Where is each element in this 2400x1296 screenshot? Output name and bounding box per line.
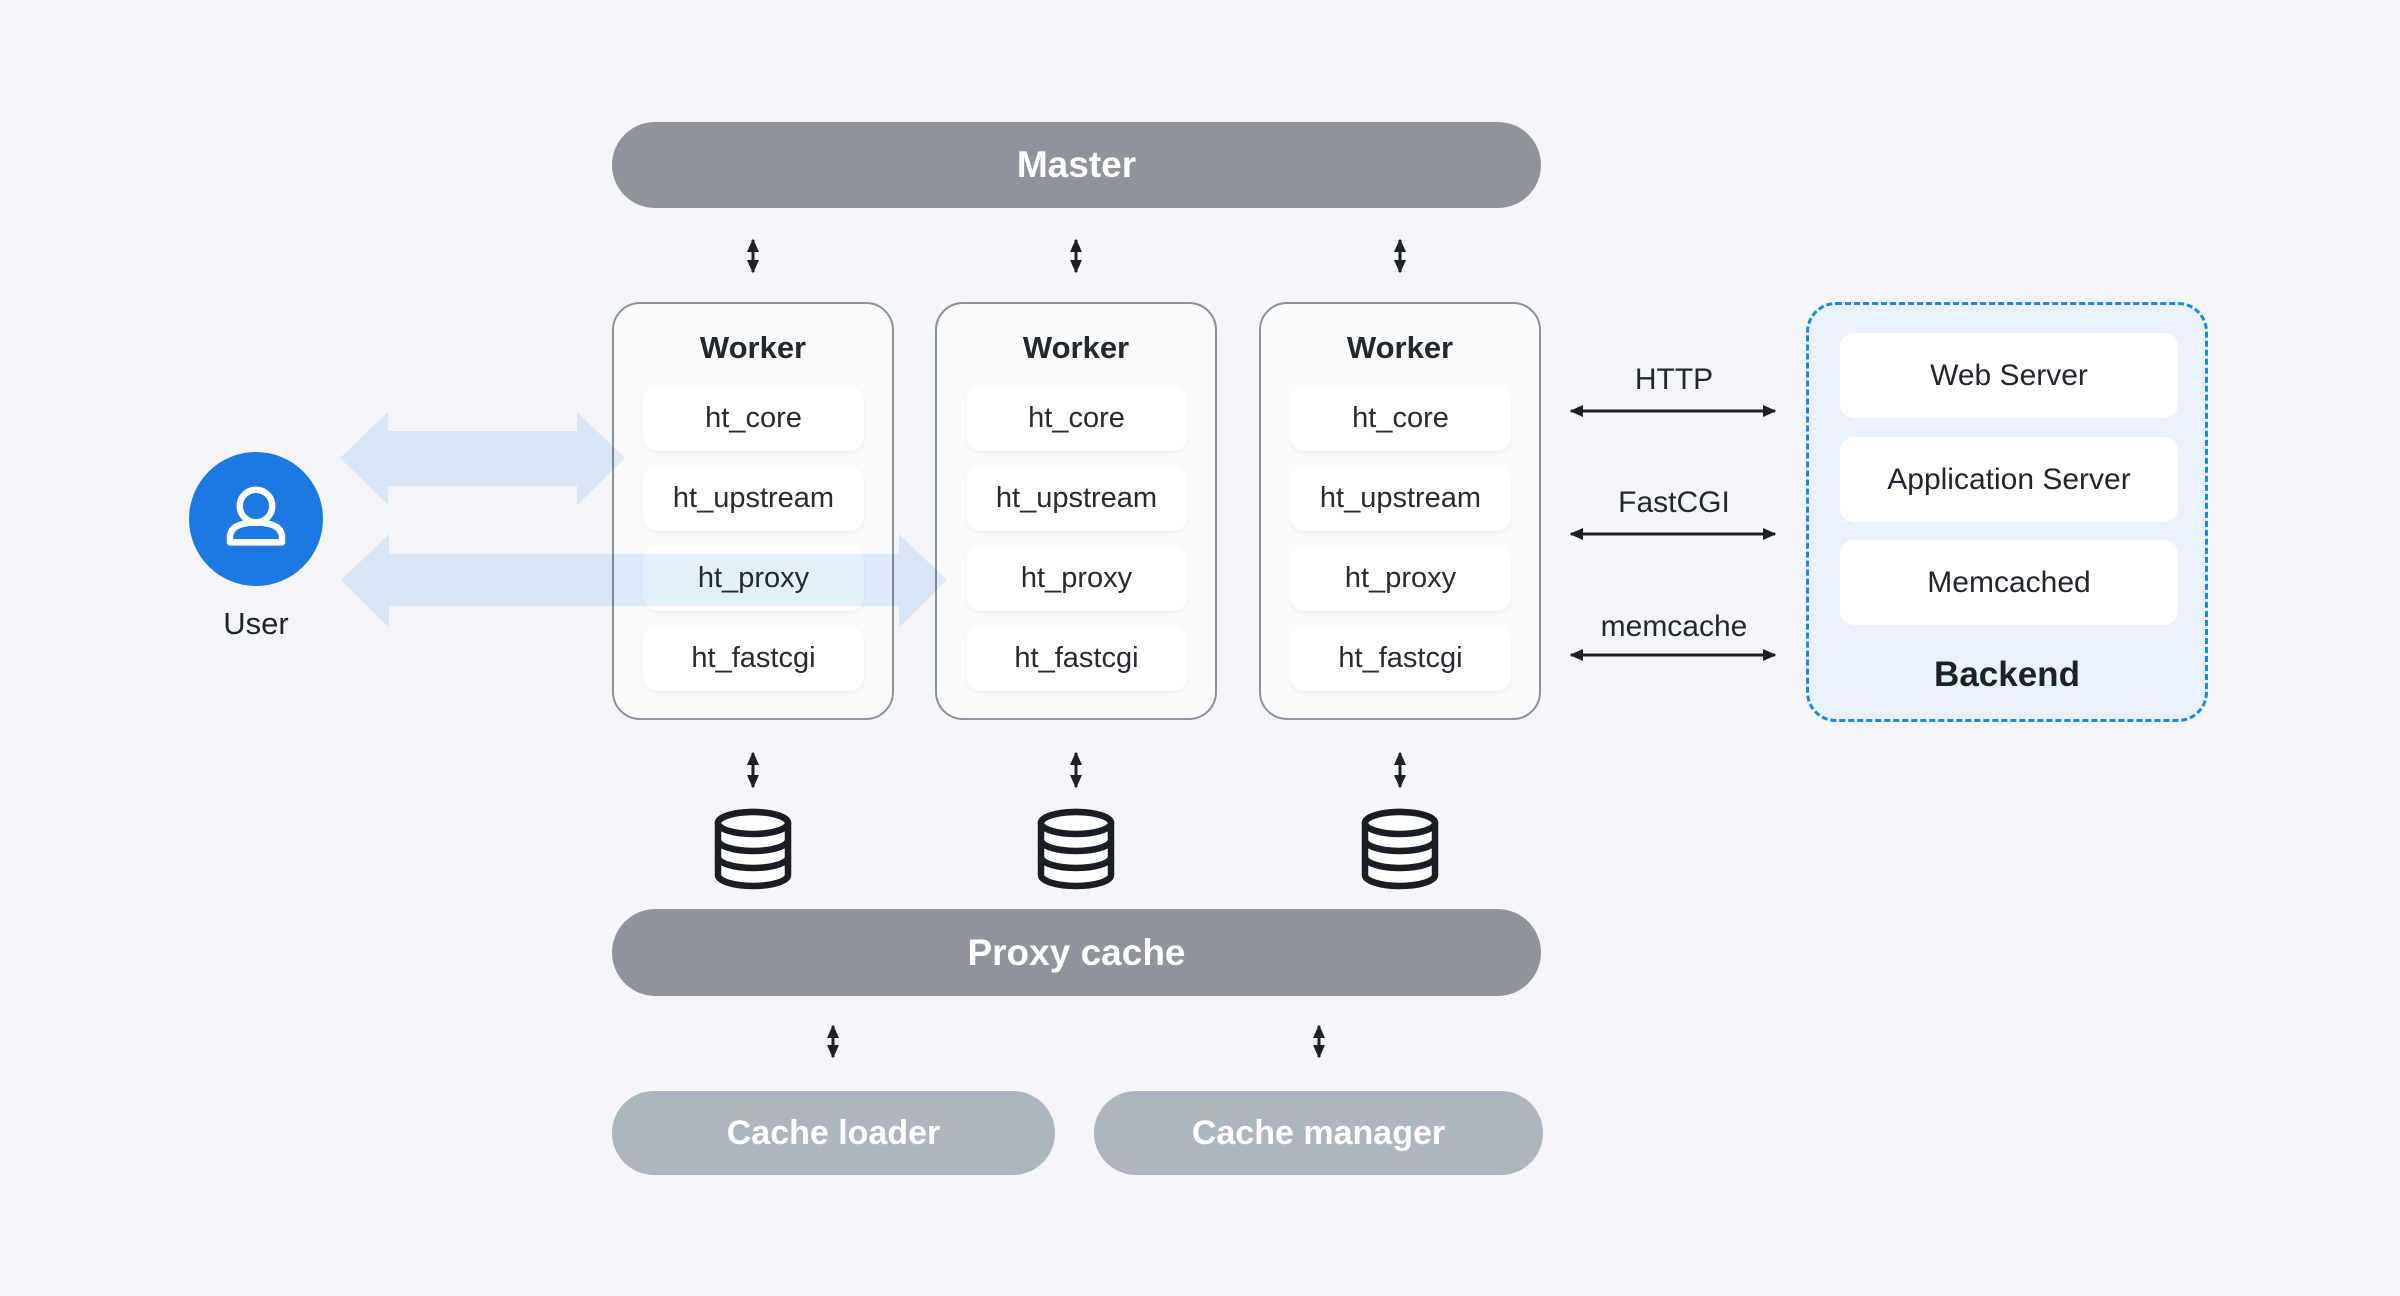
database-cylinder-icon	[714, 808, 792, 890]
worker-title: Worker	[699, 330, 807, 365]
module-ht-upstream: ht_upstream	[643, 466, 864, 531]
proxy-cache-bar: Proxy cache	[612, 909, 1541, 996]
module-ht-upstream: ht_upstream	[966, 466, 1187, 531]
worker-box-1: Worker ht_core ht_upstream ht_proxy ht_f…	[612, 302, 894, 720]
protocol-label-fastcgi: FastCGI	[1618, 486, 1730, 519]
protocol-arrows	[1569, 405, 1777, 661]
worker-title: Worker	[1346, 330, 1454, 365]
protocol-label-http: HTTP	[1634, 363, 1714, 396]
cache-loader-bar: Cache loader	[612, 1091, 1055, 1175]
service-web-server: Web Server	[1840, 333, 2178, 418]
user-label: User	[223, 606, 289, 641]
service-memcached: Memcached	[1840, 540, 2178, 625]
backend-label: Backend	[1934, 655, 2080, 694]
service-application-server: Application Server	[1840, 437, 2178, 522]
module-ht-upstream: ht_upstream	[1290, 466, 1511, 531]
protocol-label-memcache: memcache	[1600, 610, 1748, 643]
backend-box: Web Server Application Server Memcached …	[1806, 302, 2208, 722]
module-ht-fastcgi: ht_fastcgi	[1290, 626, 1511, 691]
module-ht-proxy: ht_proxy	[966, 546, 1187, 611]
module-ht-core: ht_core	[966, 386, 1187, 451]
worker-box-2: Worker ht_core ht_upstream ht_proxy ht_f…	[935, 302, 1217, 720]
module-ht-core: ht_core	[1290, 386, 1511, 451]
database-cylinder-icon	[1037, 808, 1115, 890]
worker-box-3: Worker ht_core ht_upstream ht_proxy ht_f…	[1259, 302, 1541, 720]
module-ht-core: ht_core	[643, 386, 864, 451]
module-ht-proxy: ht_proxy	[1290, 546, 1511, 611]
worker-storage-arrows	[747, 751, 1406, 789]
module-ht-fastcgi: ht_fastcgi	[643, 626, 864, 691]
person-outline-icon	[226, 486, 286, 546]
proxy-cache-process-arrows	[827, 1024, 1325, 1059]
master-bar: Master	[612, 122, 1541, 208]
cache-manager-bar: Cache manager	[1094, 1091, 1543, 1175]
module-ht-fastcgi: ht_fastcgi	[966, 626, 1187, 691]
user-proxy-flow-arrow	[341, 534, 947, 628]
database-cylinder-icon	[1361, 808, 1439, 890]
user-avatar	[189, 452, 323, 586]
master-worker-arrows	[747, 238, 1406, 274]
worker-title: Worker	[1022, 330, 1130, 365]
user-worker-flow-arrow	[340, 412, 625, 505]
